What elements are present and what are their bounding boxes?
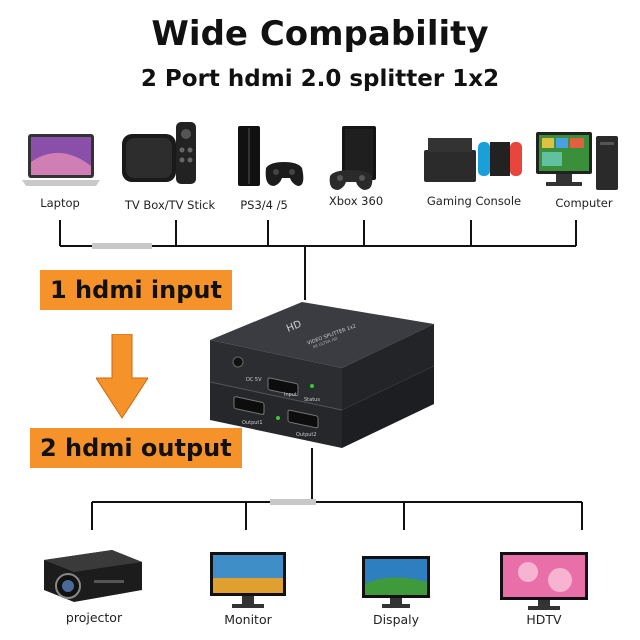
- projector-icon: [44, 550, 142, 602]
- display-label-display: Dispaly: [372, 612, 420, 627]
- desktop-computer-icon: [536, 132, 618, 190]
- svg-text:HD: HD: [285, 319, 304, 335]
- page-title: Wide Compability: [151, 14, 489, 54]
- status-led-label: Status: [304, 397, 320, 403]
- hdmi-splitter-device: HD: [209, 302, 434, 448]
- output1-port-label: Output1: [242, 420, 263, 426]
- input-port-label: Input: [284, 392, 297, 398]
- display-icon: [362, 556, 430, 608]
- monitor-icon: [210, 552, 286, 608]
- xbox-icon: [329, 126, 376, 190]
- source-label-playstation: PS3/4 /5: [240, 198, 288, 212]
- playstation-icon: [238, 126, 304, 186]
- display-label-monitor: Monitor: [224, 612, 272, 627]
- source-label-xbox: Xbox 360: [328, 194, 384, 208]
- input-callout: 1 hdmi input: [40, 270, 232, 310]
- dc-port-label: DC 5V: [246, 377, 262, 383]
- down-arrow-icon: [96, 334, 148, 419]
- display-label-projector: projector: [65, 610, 123, 625]
- output-callout: 2 hdmi output: [30, 428, 242, 468]
- tv-box-icon: [122, 122, 196, 184]
- output2-port-label: Output2: [296, 432, 317, 438]
- switch-console-icon: [424, 138, 522, 182]
- hdtv-icon: [500, 552, 588, 610]
- source-label-computer: Computer: [555, 196, 613, 210]
- display-label-hdtv: HDTV: [526, 612, 562, 627]
- source-label-gaming-console: Gaming Console: [426, 194, 522, 208]
- laptop-icon: [22, 134, 100, 186]
- source-label-laptop: Laptop: [40, 196, 80, 210]
- source-label-tv-box: TV Box/TV Stick: [124, 198, 216, 212]
- page-subtitle: 2 Port hdmi 2.0 splitter 1x2: [140, 66, 500, 92]
